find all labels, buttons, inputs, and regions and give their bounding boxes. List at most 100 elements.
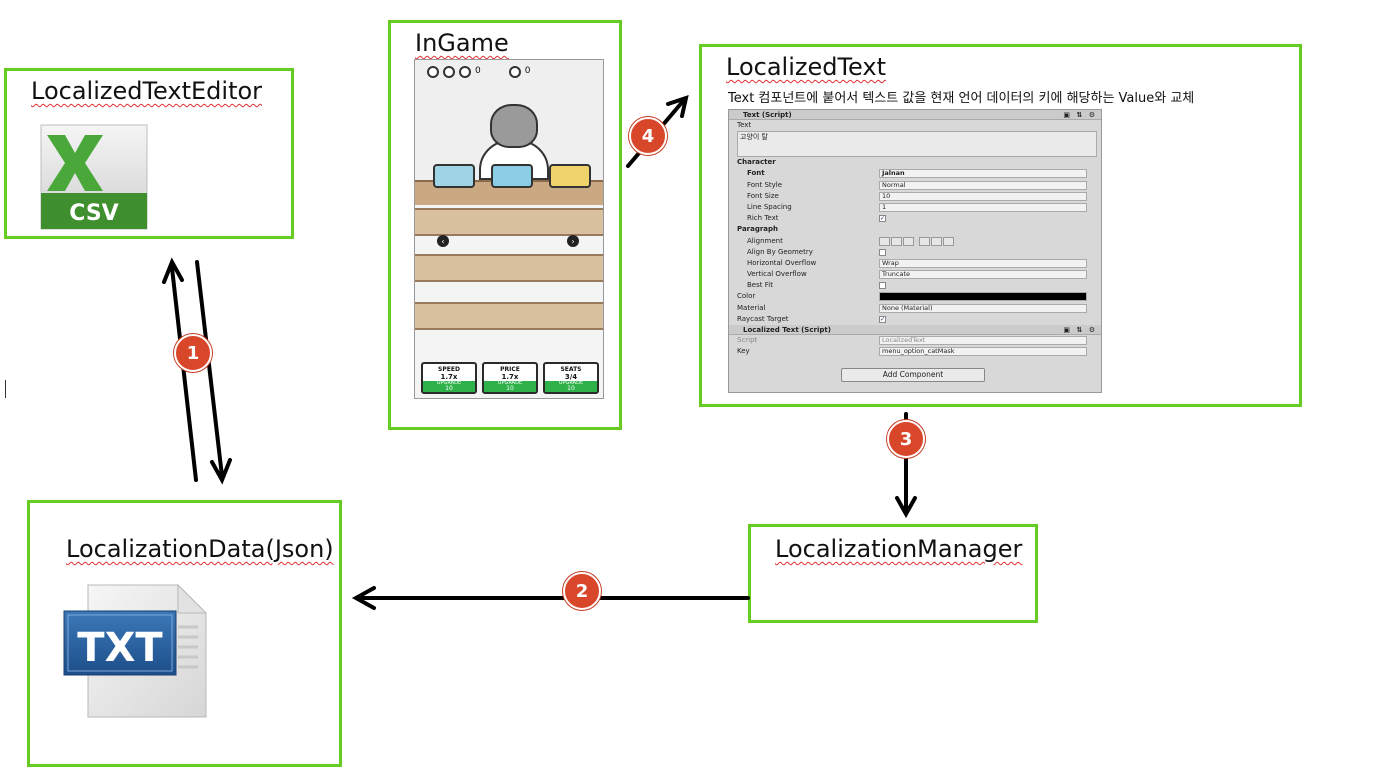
material-label: Material [737, 303, 766, 312]
csv-file-icon: CSV [40, 124, 148, 230]
shelf-1 [415, 208, 603, 236]
shelf-3 [415, 302, 603, 330]
localized-text-title: LocalizedText [726, 53, 887, 81]
upgrade-cost: 10 [506, 385, 514, 392]
shelf-2 [415, 254, 603, 282]
arrow-1-down [195, 260, 232, 485]
text-value-area[interactable]: 고양이 탈 [737, 131, 1097, 158]
key-label: Key [737, 347, 750, 356]
font-size-label: Font Size [747, 191, 779, 200]
script-label: Script [737, 336, 758, 344]
step-badge-2: 2 [563, 572, 601, 610]
next-arrow-icon[interactable]: › [567, 235, 579, 247]
upgrade-name: SPEED [438, 366, 460, 373]
material-field[interactable]: None (Material) [879, 303, 1087, 313]
upgrade-name: PRICE [500, 366, 520, 373]
txt-icon-label: TXT [77, 625, 163, 671]
upgrade-cost: 10 [567, 385, 575, 392]
text-component-header[interactable]: Text (Script) ▣ ⇅ ⚙ [729, 110, 1101, 120]
component-menu-icons[interactable]: ▣ ⇅ ⚙ [1063, 326, 1097, 334]
font-label: Font [747, 169, 765, 178]
prev-arrow-icon[interactable]: ‹ [437, 235, 449, 247]
upgrade-value: 1.7x [501, 373, 519, 381]
step-badge-3: 3 [887, 420, 925, 458]
key-field[interactable]: menu_option_catMask [879, 347, 1087, 357]
color-swatch[interactable] [879, 292, 1087, 302]
font-style-dropdown[interactable]: Normal [879, 180, 1087, 190]
script-row: Script LocalizedText [729, 335, 1101, 346]
add-component-button[interactable]: Add Component [841, 368, 985, 382]
horizontal-overflow-row: Horizontal Overflow Wrap [729, 258, 1101, 269]
tray-blue [433, 164, 475, 188]
raycast-label: Raycast Target [737, 314, 789, 323]
upgrade-button-label: UPGRADE [497, 380, 523, 386]
best-fit-label: Best Fit [747, 281, 773, 290]
step-badge-4: 4 [629, 117, 667, 155]
tray-cyan [491, 164, 533, 188]
text-label-row: Text [729, 120, 1101, 131]
vertical-overflow-dropdown[interactable]: Truncate [879, 270, 1087, 280]
upgrade-value: 1.7x [440, 373, 458, 381]
localization-data-box: LocalizationData(Json) TXT [27, 500, 342, 767]
alignment-buttons[interactable] [879, 236, 954, 246]
alignment-label: Alignment [747, 236, 783, 245]
line-spacing-field[interactable]: 1 [879, 202, 1087, 212]
csv-icon-label: CSV [69, 201, 118, 226]
localization-manager-title: LocalizationManager [775, 535, 1023, 563]
text-label: Text [737, 121, 752, 129]
align-geometry-checkbox[interactable] [879, 248, 886, 256]
yarn-ball-icon [508, 66, 521, 78]
localized-text-editor-box: LocalizedTextEditor CSV [4, 68, 294, 239]
font-size-field[interactable]: 10 [879, 191, 1087, 201]
font-style-label: Font Style [747, 180, 783, 189]
tray-yellow [549, 164, 591, 188]
font-size-row: Font Size 10 [729, 191, 1101, 202]
vertical-overflow-row: Vertical Overflow Truncate [729, 269, 1101, 280]
color-row: Color [729, 291, 1101, 302]
key-row: Key menu_option_catMask [729, 346, 1101, 357]
rich-text-label: Rich Text [747, 214, 779, 223]
raycast-row: Raycast Target ✓ [729, 314, 1101, 325]
align-geometry-row: Align By Geometry [729, 247, 1101, 258]
horizontal-overflow-label: Horizontal Overflow [747, 258, 817, 267]
best-fit-checkbox[interactable] [879, 282, 886, 290]
localized-text-component-header[interactable]: Localized Text (Script) ▣ ⇅ ⚙ [729, 325, 1101, 335]
text-cursor [5, 380, 6, 398]
localized-text-component-title: Localized Text (Script) [743, 326, 831, 334]
rich-text-checkbox[interactable]: ✓ [879, 215, 886, 223]
arrow-2 [351, 586, 750, 610]
component-menu-icons[interactable]: ▣ ⇅ ⚙ [1063, 111, 1097, 119]
hud-count-1: 0 [475, 66, 481, 76]
horizontal-overflow-dropdown[interactable]: Wrap [879, 258, 1087, 268]
font-field[interactable]: Jalnan [879, 169, 1087, 179]
character-header: Character [737, 158, 776, 167]
unity-inspector: Text (Script) ▣ ⇅ ⚙ Text 고양이 탈 Character… [728, 109, 1102, 393]
script-field: LocalizedText [879, 336, 1087, 345]
upgrade-button-label: UPGRADE [436, 380, 462, 386]
best-fit-row: Best Fit [729, 280, 1101, 291]
material-row: Material None (Material) [729, 303, 1101, 314]
localized-text-description: Text 컴포넌트에 붙어서 텍스트 값을 현재 언어 데이터의 키에 해당하는… [728, 91, 1195, 106]
upgrade-name: SEATS [560, 366, 582, 373]
vertical-overflow-label: Vertical Overflow [747, 270, 807, 279]
upgrade-value: 3/4 [564, 373, 578, 381]
font-row: Font Jalnan [729, 168, 1101, 179]
game-hud: 0 0 [427, 66, 530, 78]
text-component-title: Text (Script) [743, 111, 792, 119]
paragraph-header: Paragraph [737, 225, 779, 234]
align-geometry-label: Align By Geometry [747, 247, 813, 256]
step-badge-1: 1 [174, 334, 212, 372]
upgrade-button-label: UPGRADE [558, 380, 584, 386]
hud-count-2: 0 [524, 66, 531, 76]
raycast-checkbox[interactable]: ✓ [879, 315, 886, 323]
